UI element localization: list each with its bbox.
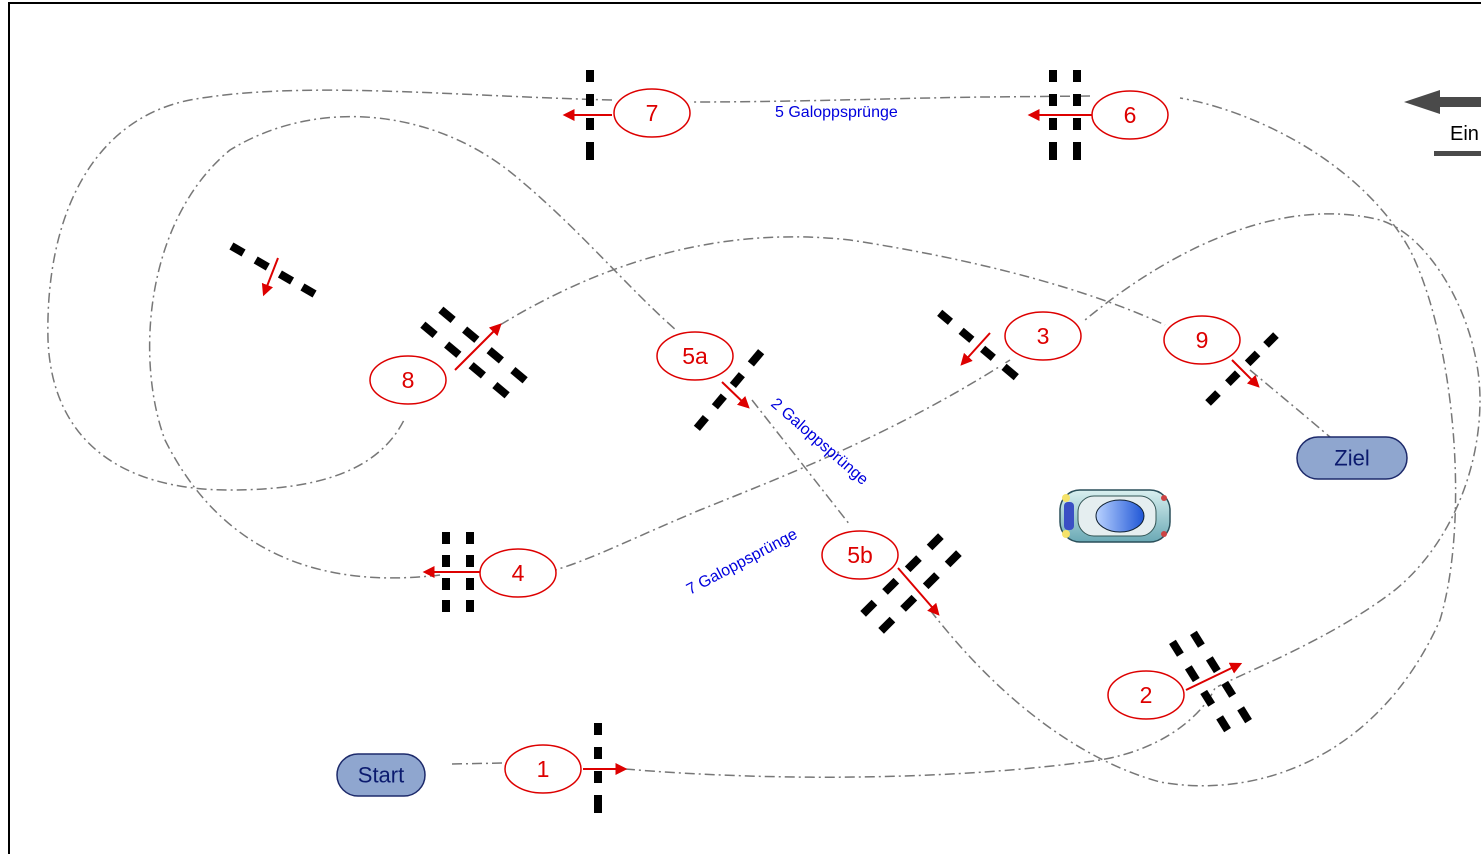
fence-number: 6 bbox=[1124, 102, 1137, 128]
stride-label-4-5b: 7 Galoppsprünge bbox=[684, 526, 800, 599]
direction-arrow bbox=[897, 567, 940, 616]
fence-number-badge bbox=[1004, 311, 1082, 361]
finish-marker: Ziel bbox=[1296, 436, 1408, 480]
start-marker: Start bbox=[336, 753, 426, 797]
car-icon bbox=[1059, 489, 1171, 543]
direction-arrow bbox=[721, 381, 750, 409]
fence-2: 2 bbox=[1107, 630, 1252, 733]
fence-number-badge bbox=[656, 331, 734, 381]
fence-number: 7 bbox=[646, 100, 659, 126]
fence-number: 3 bbox=[1037, 323, 1050, 349]
direction-arrow bbox=[1185, 662, 1243, 691]
fence-6: 6 bbox=[1027, 70, 1169, 160]
direction-arrow bbox=[1231, 359, 1260, 388]
stride-label-5a-5b: 2 Galoppsprünge bbox=[767, 395, 871, 488]
start-label: Start bbox=[358, 763, 404, 788]
arena-border bbox=[8, 2, 1481, 854]
fence-number-badge bbox=[1163, 315, 1241, 365]
fence-number-badge bbox=[1091, 90, 1169, 140]
fence-9: 9 bbox=[1163, 315, 1279, 406]
fence-number: 5a bbox=[682, 343, 708, 369]
fence-3: 3 bbox=[937, 309, 1082, 381]
fence-number-badge bbox=[479, 548, 557, 598]
entrance-gate: Ein bbox=[1404, 90, 1481, 156]
route-path bbox=[47, 89, 1481, 787]
arrow-left-icon bbox=[1404, 90, 1481, 114]
fence-number: 2 bbox=[1140, 682, 1153, 708]
fence-number: 9 bbox=[1196, 327, 1209, 353]
fence-number: 4 bbox=[512, 560, 525, 586]
stride-label-6-7: 5 Galoppsprünge bbox=[775, 104, 898, 121]
fence-5a: 5a bbox=[656, 331, 765, 431]
fence-number: 1 bbox=[537, 756, 550, 782]
fence-number-badge bbox=[613, 88, 691, 138]
direction-arrow bbox=[454, 323, 502, 371]
finish-label: Ziel bbox=[1334, 446, 1369, 471]
fence-8: 8 bbox=[369, 306, 528, 405]
fence-number-badge bbox=[821, 530, 899, 580]
direction-arrow bbox=[960, 332, 991, 366]
entrance-label: Ein bbox=[1450, 123, 1479, 145]
fence-7: 7 bbox=[562, 70, 691, 160]
fence-number-badge bbox=[504, 744, 582, 794]
fence-5b: 5b bbox=[821, 530, 962, 634]
fence-4: 4 bbox=[422, 532, 557, 612]
fence-1: 1 bbox=[504, 723, 628, 813]
fence-number-badge bbox=[1107, 670, 1185, 720]
direction-arrow bbox=[261, 257, 279, 297]
fence-number: 8 bbox=[402, 367, 415, 393]
fence-number: 5b bbox=[847, 542, 873, 568]
fence-number-badge bbox=[369, 355, 447, 405]
